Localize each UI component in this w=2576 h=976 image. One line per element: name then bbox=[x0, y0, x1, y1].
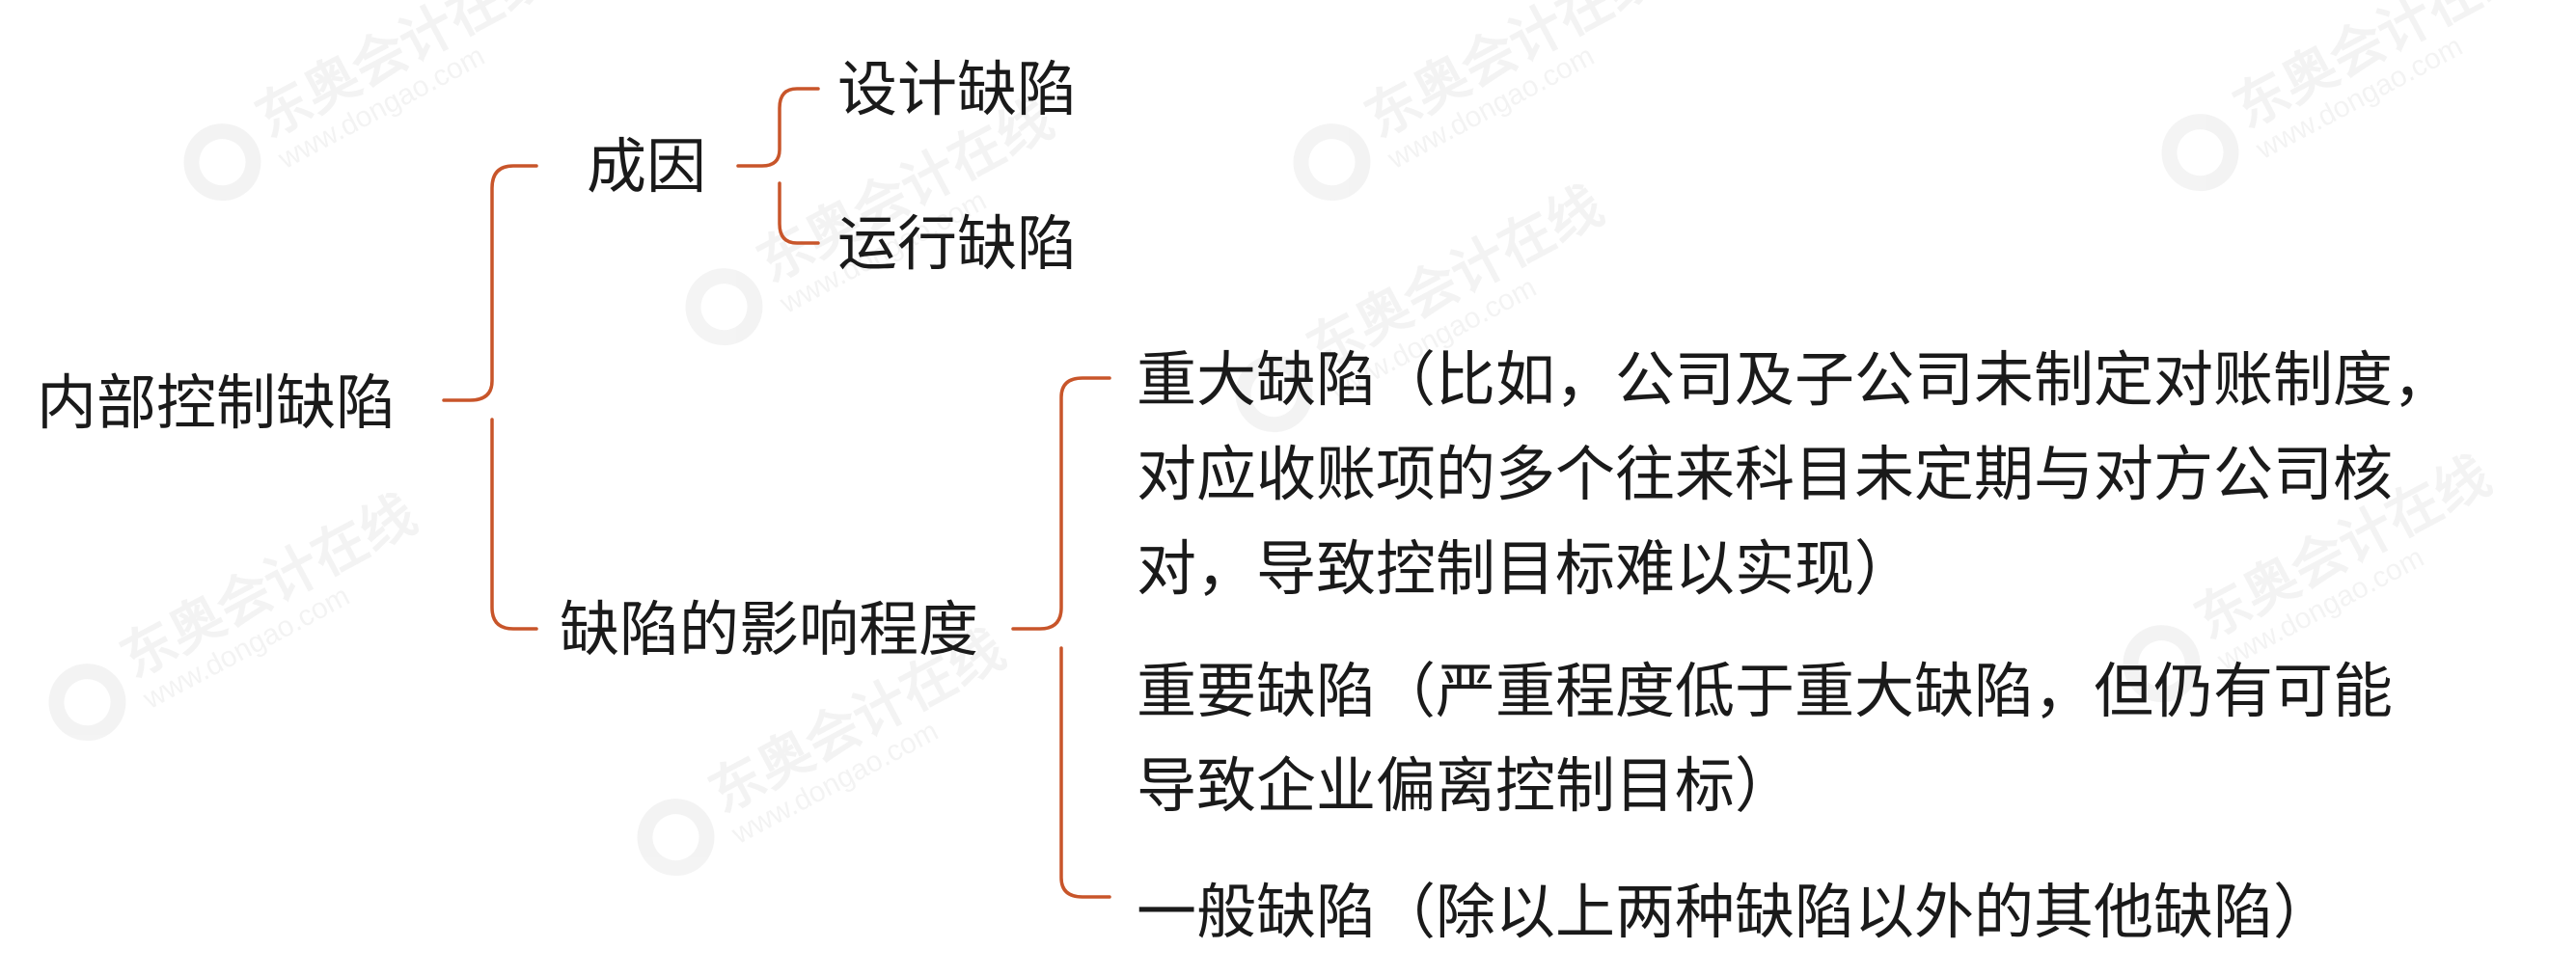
impact-bracket bbox=[1011, 376, 1111, 899]
major-defect-desc: 重大缺陷（比如，公司及子公司未制定对账制度， 对应收账项的多个往来科目未定期与对… bbox=[1137, 333, 2453, 616]
cause-operation-defect: 运行缺陷 bbox=[837, 208, 1078, 279]
important-defect-line: 导致企业偏离控制目标） bbox=[1137, 749, 1795, 821]
major-defect-line: 对应收账项的多个往来科目未定期与对方公司核 bbox=[1137, 438, 2394, 509]
root-bracket bbox=[442, 164, 538, 631]
major-defect-line: 重大缺陷（比如，公司及子公司未制定对账制度， bbox=[1137, 344, 2453, 415]
connector-group bbox=[442, 87, 1111, 899]
cause-design-defect: 设计缺陷 bbox=[837, 54, 1078, 124]
impact-node: 缺陷的影响程度 bbox=[560, 594, 979, 664]
root-node: 内部控制缺陷 bbox=[37, 367, 397, 438]
general-defect-desc: 一般缺陷（除以上两种缺陷以外的其他缺陷） bbox=[1137, 865, 2333, 960]
important-defect-line: 重要缺陷（严重程度低于重大缺陷，但仍有可能 bbox=[1137, 656, 2394, 726]
cause-bracket bbox=[736, 87, 820, 245]
major-defect-line: 对，导致控制目标难以实现） bbox=[1137, 532, 1915, 604]
cause-node: 成因 bbox=[587, 131, 707, 202]
important-defect-desc: 重要缺陷（严重程度低于重大缺陷，但仍有可能 导致企业偏离控制目标） bbox=[1137, 644, 2393, 833]
general-defect-line: 一般缺陷（除以上两种缺陷以外的其他缺陷） bbox=[1137, 877, 2334, 947]
